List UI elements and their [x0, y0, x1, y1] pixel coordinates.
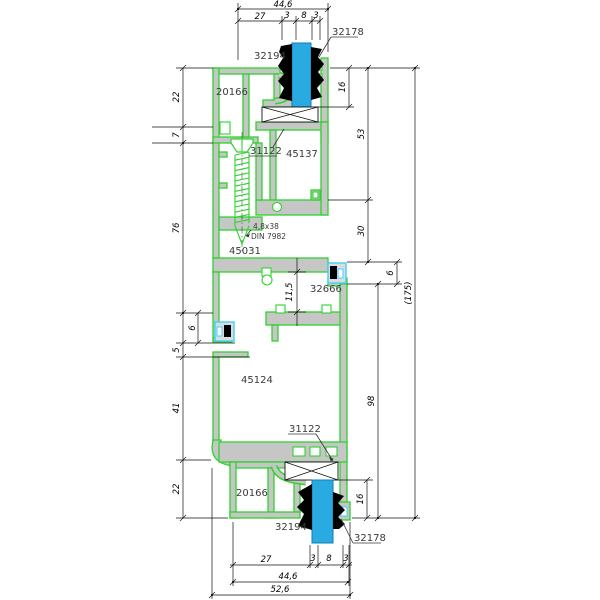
label-45124: 45124 [241, 375, 273, 386]
label-32194-bottom: 32194 [275, 522, 307, 533]
dim-left-5: 5 [172, 347, 182, 352]
dim-top-3b: 3 [313, 11, 318, 21]
extension-lines [152, 3, 420, 599]
glazing-top [261, 42, 324, 123]
label-32178-bottom: 32178 [354, 533, 386, 544]
dim-top-27: 27 [255, 12, 266, 22]
label-32194-top: 32194 [254, 51, 286, 62]
dim-top-3a: 3 [284, 11, 289, 21]
clip-left [214, 321, 235, 342]
label-45031: 45031 [229, 246, 261, 257]
dim-right-98: 98 [367, 395, 377, 406]
dim-left-41: 41 [172, 403, 182, 414]
setting-block-top [261, 106, 319, 123]
gasket-top-right [311, 47, 324, 100]
clip-32666 [327, 262, 347, 284]
dim-top-overall: 44,6 [274, 0, 294, 10]
dimension-labels: 44,6 27 3 8 3 22 7 76 6 5 41 22 16 53 30… [172, 0, 414, 595]
dim-left-6: 6 [188, 325, 198, 331]
dim-top-8: 8 [301, 11, 307, 21]
dim-bottom-total: 52,6 [271, 585, 291, 595]
glass-pane-bottom [311, 479, 334, 544]
setting-block-bottom [284, 461, 339, 481]
label-45137: 45137 [286, 149, 318, 160]
dim-bottom-8: 8 [326, 554, 332, 564]
dim-mid-11-5: 11,5 [285, 283, 295, 302]
dim-right-16-top: 16 [338, 81, 348, 92]
label-20166-bottom: 20166 [236, 488, 268, 499]
dim-bottom-overall: 44,6 [279, 572, 299, 582]
screw-channel-keyhole [261, 274, 273, 286]
screw-4-8x38 [230, 132, 254, 252]
dim-right-16-bottom: 16 [356, 493, 366, 504]
screw-tip [234, 152, 250, 246]
label-screw-spec-2: DIN 7982 [251, 232, 286, 241]
dim-left-22-bottom: 22 [172, 484, 182, 495]
gasket-bottom-right [333, 492, 345, 529]
gasket-top-left [278, 44, 292, 101]
label-31122-bottom: 31122 [289, 424, 321, 435]
label-32666: 32666 [310, 284, 342, 295]
dim-bottom-27: 27 [261, 555, 272, 565]
dim-right-53: 53 [357, 129, 367, 140]
dim-right-6: 6 [386, 270, 396, 276]
label-32178-top: 32178 [332, 27, 364, 38]
dimension-lines [179, 5, 419, 599]
dim-left-7: 7 [172, 132, 182, 138]
dim-bottom-3a: 3 [310, 554, 315, 564]
gasket-bottom-left [297, 484, 312, 530]
screw-channel-keyhole [271, 201, 283, 213]
part-labels: 32178 32194 20166 31122 45137 4,8x38 DIN… [216, 27, 386, 544]
label-20166-top: 20166 [216, 87, 248, 98]
dim-bottom-3b: 3 [343, 554, 348, 564]
dim-left-76: 76 [172, 222, 182, 233]
screw-thread [234, 151, 250, 224]
glass-pane-top [291, 42, 312, 108]
label-31122-top: 31122 [250, 146, 282, 157]
dim-right-total: (175) [404, 282, 414, 305]
glazing-bottom [284, 461, 345, 544]
profile-45031 [212, 257, 348, 287]
dim-right-30: 30 [357, 226, 367, 237]
profile-glazing-bead-45137 [255, 121, 329, 216]
label-screw-spec-1: 4,8x38 [253, 222, 279, 231]
dim-left-22-top: 22 [172, 92, 182, 103]
